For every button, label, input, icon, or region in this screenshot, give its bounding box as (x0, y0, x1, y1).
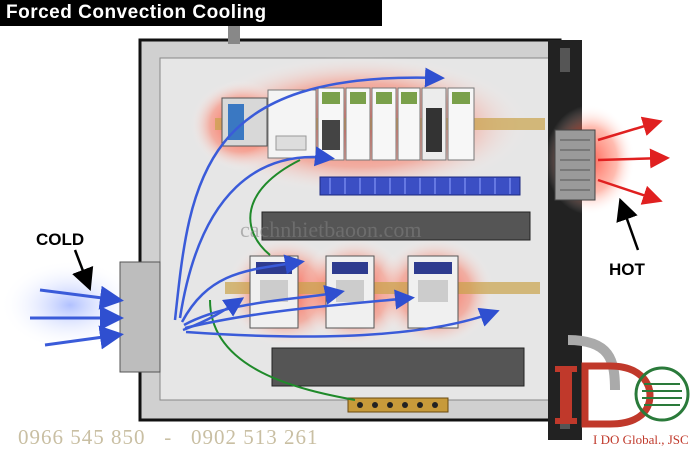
diagram-title: Forced Convection Cooling (0, 0, 382, 26)
hot-air-arrows (597, 116, 670, 205)
company-name: I DO Global., JSC (593, 432, 689, 447)
terminal-ticks (329, 178, 511, 194)
exhaust-filter (554, 129, 596, 201)
hot-label: HOT (609, 260, 645, 279)
cold-air-arrows (30, 285, 124, 350)
internal-airflow (173, 67, 500, 338)
intake-filter (119, 261, 161, 373)
din-rail-middle (225, 282, 540, 294)
vfd-drive-3 (407, 255, 459, 329)
cold-label-pointer (72, 249, 94, 292)
cold-label: COLD (36, 230, 85, 249)
conduit-pipe (567, 335, 620, 391)
ground-wire (209, 159, 356, 401)
plc-module-4 (397, 87, 421, 161)
phone-numbers: 0966 545 850 - 0902 513 261 (18, 425, 319, 449)
cable-gland (228, 26, 240, 44)
ido-logo-graphic (555, 362, 690, 428)
wire-duct-lower (271, 347, 525, 387)
ground-bar-screws (357, 402, 438, 408)
cold-air-glow (0, 260, 140, 350)
exhaust-louvers (560, 139, 590, 191)
watermark: cachnhietbaoon.com (240, 217, 422, 242)
wire-duct-upper (261, 211, 531, 241)
ground-bar (347, 397, 449, 413)
hot-label-pointer (616, 197, 640, 251)
vfd-drive-1 (249, 255, 299, 329)
